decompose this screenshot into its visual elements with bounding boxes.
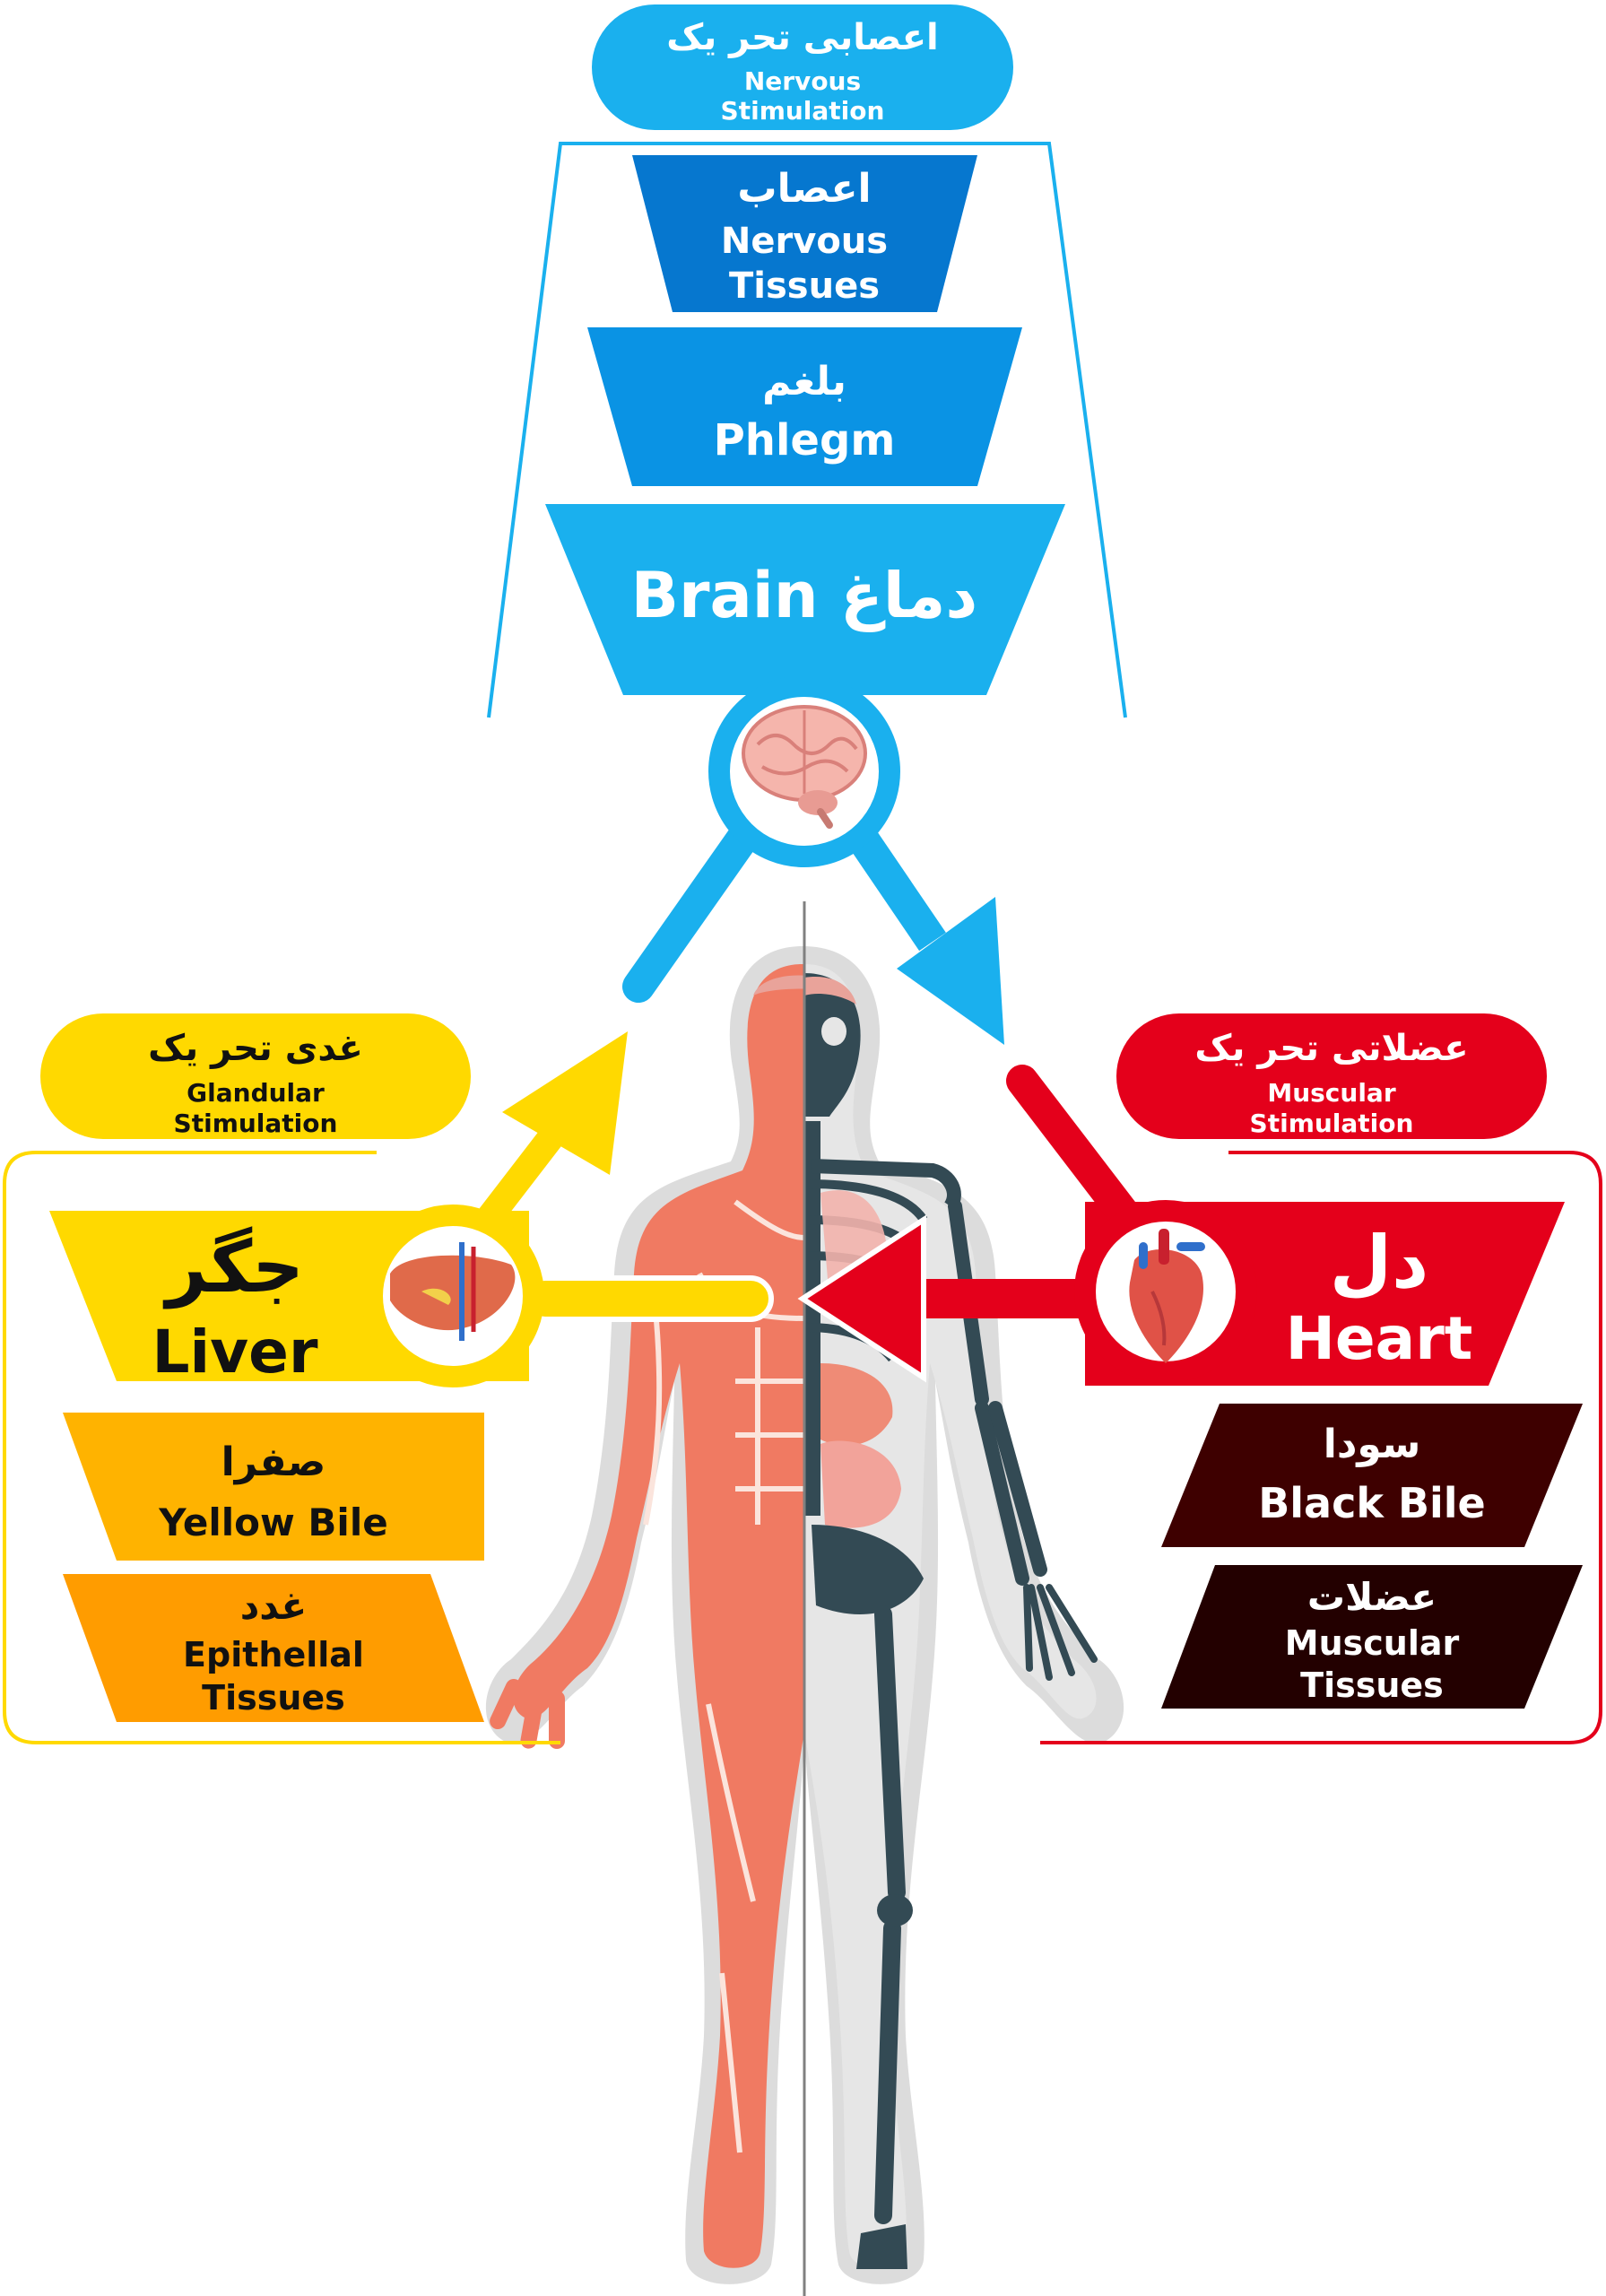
epithelial-en-2: Tissues xyxy=(202,1678,345,1718)
glandular-section: غدی تحر یک Glandular Stimulation جگر Liv… xyxy=(3,1013,774,1744)
heart-fa: دل xyxy=(1330,1221,1428,1304)
yellow-bile-band xyxy=(63,1413,484,1561)
brain-icon xyxy=(742,705,867,829)
brain-to-liver-arrow xyxy=(622,813,765,1003)
black-bile-en: Black Bile xyxy=(1258,1479,1486,1527)
nervous-tissues-fa: اعصاب xyxy=(737,166,871,212)
brain-label: Brain دماغ xyxy=(631,559,978,632)
nervous-header-fa: اعصابی تحر یک xyxy=(666,17,939,58)
glandular-header-en-1: Glandular xyxy=(187,1078,325,1108)
brain-to-heart-arrowhead xyxy=(897,897,1004,1045)
nervous-header-en-2: Stimulation xyxy=(721,96,885,126)
nervous-header-en-1: Nervous xyxy=(744,66,861,96)
phlegm-band xyxy=(587,327,1022,486)
heart-icon xyxy=(1129,1229,1205,1363)
brain-band xyxy=(545,504,1065,695)
muscular-tissues-en-2: Tissues xyxy=(1300,1665,1444,1705)
muscular-tissues-fa: عضلات xyxy=(1307,1575,1437,1619)
brain-to-heart-arrow xyxy=(843,820,946,952)
nervous-tissues-band xyxy=(632,155,977,312)
muscular-tissues-band xyxy=(1161,1565,1583,1709)
nervous-section: اعصابی تحر یک Nervous Stimulation اعصاب … xyxy=(487,4,1127,1045)
muscular-section: عضلاتی تحر یک Muscular Stimulation دل He… xyxy=(797,1013,1602,1744)
muscular-bracket xyxy=(1040,1151,1602,1744)
phlegm-en: Phlegm xyxy=(714,415,896,465)
liver-en: Liver xyxy=(152,1318,317,1387)
liver-fa: جگر xyxy=(162,1225,304,1309)
nervous-tissues-en-1: Nervous xyxy=(721,221,888,262)
muscular-header-en-1: Muscular xyxy=(1267,1078,1395,1108)
yellow-bile-en: Yellow Bile xyxy=(158,1500,387,1544)
epithelial-band xyxy=(63,1574,484,1722)
epithelial-fa: غدد xyxy=(240,1584,308,1628)
liver-to-brain-arrowhead xyxy=(502,1031,628,1175)
nervous-tissues-en-2: Tissues xyxy=(729,265,880,307)
nervous-header-pill xyxy=(592,4,1013,130)
heart-to-body-arrowhead xyxy=(797,1214,926,1383)
muscular-header-fa: عضلاتی تحر یک xyxy=(1194,1028,1468,1069)
muscular-tissues-en-1: Muscular xyxy=(1285,1623,1460,1663)
glandular-bracket xyxy=(3,1151,560,1744)
heart-en: Heart xyxy=(1286,1304,1473,1373)
skeleton-half xyxy=(804,964,1098,2269)
black-bile-fa: سودا xyxy=(1324,1422,1421,1467)
phlegm-fa: بلغم xyxy=(762,359,846,404)
yellow-bile-fa: صفرا xyxy=(221,1439,326,1485)
liver-icon xyxy=(390,1242,516,1341)
muscular-header-pill xyxy=(1116,1013,1547,1139)
liver-to-body-bar xyxy=(522,1275,774,1322)
glandular-header-en-2: Stimulation xyxy=(174,1109,338,1138)
heart-to-brain-line xyxy=(1006,1065,1155,1249)
nervous-bracket xyxy=(487,142,1127,718)
black-bile-band xyxy=(1161,1404,1583,1547)
epithelial-en-1: Epithellal xyxy=(183,1635,364,1674)
glandular-header-pill xyxy=(40,1013,471,1139)
muscular-header-en-2: Stimulation xyxy=(1250,1109,1414,1138)
glandular-header-fa: غدی تحر یک xyxy=(148,1028,363,1069)
